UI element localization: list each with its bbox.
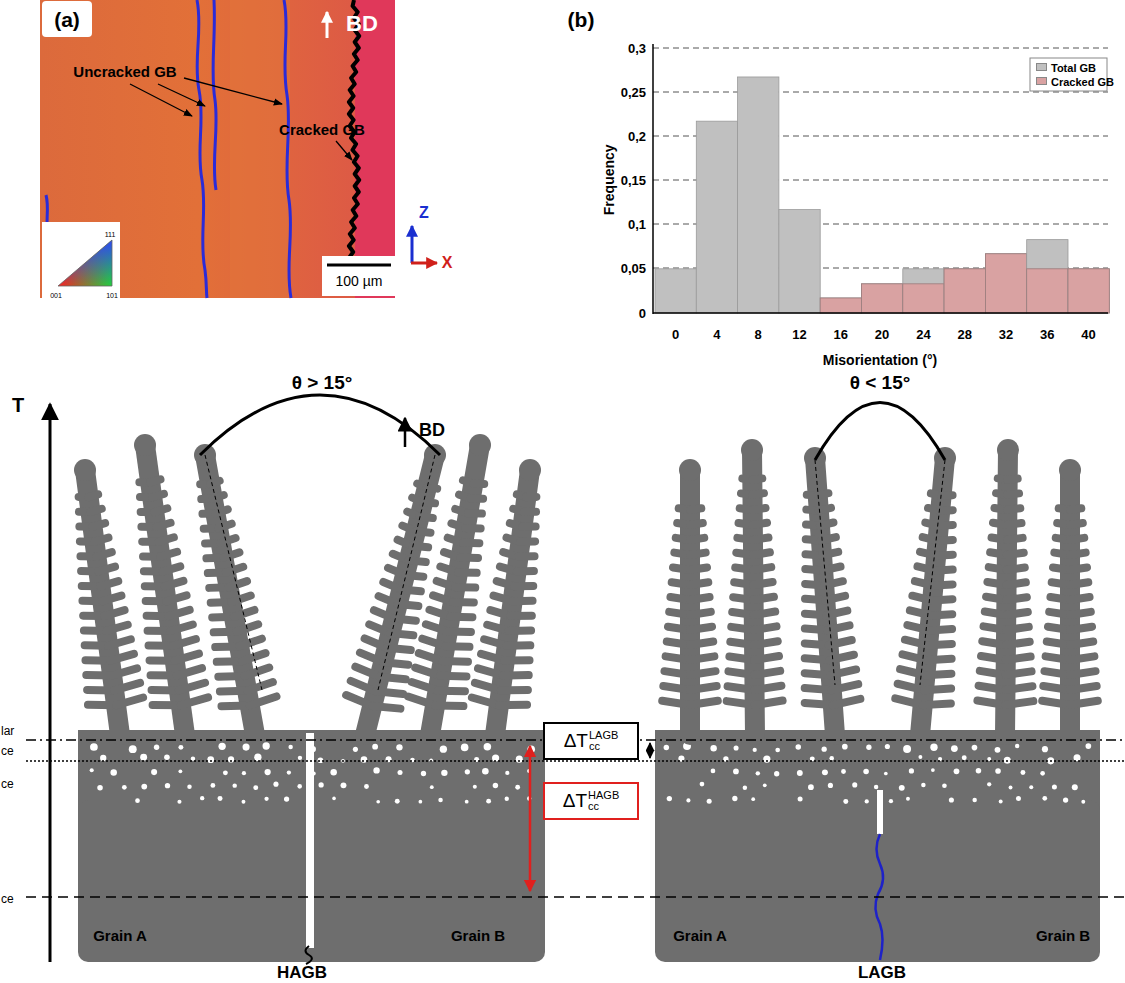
dendrite-drawing [74,434,1100,964]
label: 0,05 [621,262,646,276]
label: 0,2 [628,130,646,144]
cracked-bar [1068,269,1109,313]
label: Grain B [451,928,505,945]
legend-text: Total GB [1051,62,1096,74]
delta-t-symbol: ΔT [564,730,588,752]
label: 20 [875,328,889,342]
cracked-bar [1027,269,1068,313]
cracked-bar [862,284,903,313]
superscript: HAGB [588,790,619,801]
subscript: cc [588,801,619,812]
label: 36 [1040,328,1054,342]
label: 0 [672,328,679,342]
label: Grain B [1036,928,1090,945]
total-bar [985,254,1026,313]
label: 8 [755,328,762,342]
label: 0,3 [628,42,646,56]
axis-triad [411,226,437,263]
label: (b) [568,8,595,31]
total-bar [820,298,861,313]
label: 001 [50,292,62,300]
total-bar [655,269,696,313]
label: 16 [834,328,848,342]
total-bar [1027,240,1068,313]
total-bar [738,77,779,313]
total-bar [903,269,944,313]
label: 111 [105,231,116,239]
total-bar [862,284,903,313]
label: BD [419,421,445,441]
label: Uncracked GB [73,64,176,81]
bar-chart [653,44,1109,314]
label: ce [1,778,14,791]
label: 0,25 [621,86,646,100]
legend-swatch [1036,63,1047,71]
label: lar [1,725,14,738]
label: θ < 15° [850,373,911,394]
label: 32 [999,328,1013,342]
label: Grain A [673,928,727,945]
label: 101 [106,292,118,300]
misorientation-arcs [200,395,945,690]
label: Frequency [601,145,616,216]
label: ce [1,893,14,906]
label: ce [1,745,14,758]
label: 0,15 [621,174,646,188]
label: 12 [792,328,806,342]
delta-t-box: ΔTHAGBcc [543,782,639,820]
legend-swatch [1036,77,1047,85]
cracked-bar [985,254,1026,313]
label: BD [346,12,378,36]
label: X [442,254,453,272]
interface-lines [26,740,1125,897]
label: Grain A [93,928,147,945]
delta-t-arrows [530,743,650,891]
delta-t-symbol: ΔT [563,790,587,812]
total-bar [696,121,737,313]
label: θ > 15° [292,373,353,394]
total-bar [944,269,985,313]
superscript: LAGB [589,730,618,741]
cracked-bar [820,298,861,313]
ebsd-map [40,0,395,298]
label: (a) [54,8,80,31]
cracked-bar [903,284,944,313]
label: Cracked GB [279,122,365,139]
label: 0,1 [628,218,646,232]
total-bar [779,210,820,313]
label: 100 µm [336,274,383,289]
total-bar [1068,269,1109,313]
label: 0 [639,307,646,321]
label: T [12,394,24,416]
legend-text: Cracked GB [1051,76,1114,88]
label: 28 [957,328,971,342]
label: Z [419,204,429,222]
temperature-axis [50,404,51,962]
label: HAGB [277,964,327,983]
subscript: cc [589,741,618,752]
label: Misorientation (°) [823,353,937,368]
label: 40 [1081,328,1095,342]
label: 24 [916,328,930,342]
delta-t-box: ΔTLAGBcc [543,722,639,760]
label: 4 [713,328,720,342]
label: LAGB [858,964,906,983]
cracked-bar [944,269,985,313]
